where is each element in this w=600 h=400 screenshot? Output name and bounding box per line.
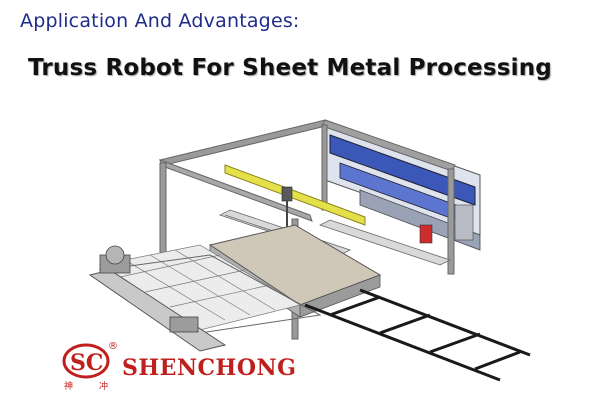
press-brake-machine — [324, 119, 481, 251]
sc-logo-icon: SC — [62, 343, 110, 379]
floor-rails — [304, 288, 531, 382]
gantry-frame — [159, 119, 456, 340]
brand-name: SHENCHONG — [122, 355, 297, 381]
registered-mark: ® — [108, 341, 118, 352]
page-subtitle: Application And Advantages: — [20, 10, 300, 32]
brand-logo: SC ® 神冲 SHENCHONG — [62, 341, 296, 393]
page-title: Truss Robot For Sheet Metal Processing — [28, 55, 552, 81]
base-platform — [88, 245, 322, 352]
logo-chinese-text: 神冲 — [64, 382, 135, 392]
truss-robot-illustration — [88, 119, 531, 382]
gantry-beam — [224, 164, 366, 226]
svg-text:SC: SC — [70, 350, 103, 376]
